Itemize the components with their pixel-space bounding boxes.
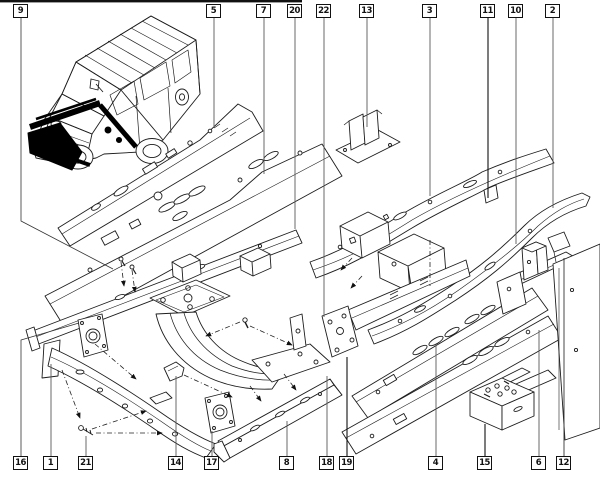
assembly-arrows [61,240,431,436]
part-bracket-13 [335,109,401,164]
part-flange-plate-19 [321,259,471,358]
loose-bolts [118,256,137,275]
part-panel-12 [496,243,600,441]
part-crossmember-1 [41,339,217,459]
part-bracket-22 [289,313,307,351]
part-plate-17 [204,391,236,434]
part-panel-5 [57,103,264,247]
part-plate-16 [77,313,109,358]
callout-11: 11 [480,4,495,18]
part-rail-2 [367,192,591,345]
page-edge-strip [0,0,302,3]
callout-10: 10 [508,4,523,18]
callout-8: 8 [279,456,294,470]
callout-6: 6 [531,456,546,470]
callout-7: 7 [256,4,271,18]
part-hardware-box-15 [469,367,557,431]
callout-22: 22 [316,4,331,18]
callout-15: 15 [477,456,492,470]
part-panel-7 [44,143,343,329]
part-gooseneck-14 [149,279,331,390]
callout-12: 12 [556,456,571,470]
part-bolt-21 [78,425,94,436]
part-sill-rail-8 [213,378,343,463]
callout-16: 16 [13,456,28,470]
callout-1: 1 [43,456,58,470]
callout-4: 4 [428,456,443,470]
callout-5: 5 [206,4,221,18]
callout-19: 19 [339,456,354,470]
callout-9: 9 [13,4,28,18]
callout-3: 3 [422,4,437,18]
leader-9 [20,18,114,270]
leader-16 [20,322,80,456]
part-panel-6 [341,315,563,455]
callout-2: 2 [545,4,560,18]
highlighted-frame-members [27,97,138,171]
leader-lines [20,18,565,456]
callout-17: 17 [204,456,219,470]
part-panel-4 [351,287,549,419]
callout-21: 21 [78,456,93,470]
callout-18: 18 [319,456,334,470]
callout-14: 14 [168,456,183,470]
callout-20: 20 [287,4,302,18]
van-illustration [27,15,201,171]
callout-13: 13 [359,4,374,18]
